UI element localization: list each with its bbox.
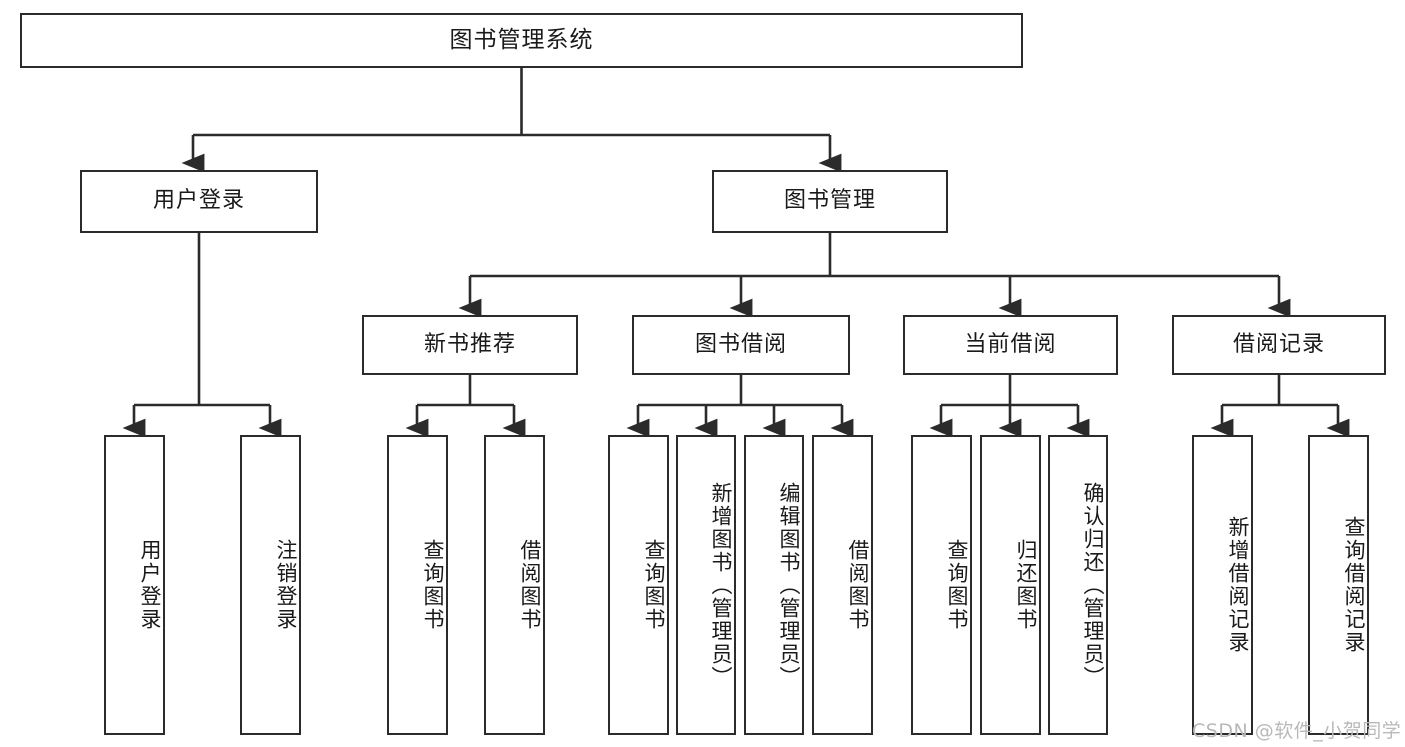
csdn-watermark: CSDN @软件_小贺同学: [1192, 720, 1402, 742]
node-root-book-management-system[interactable]: 图书管理系统: [20, 13, 1023, 68]
leaf-book-borrow-add-book-admin[interactable]: 新增图书（管理员）: [676, 435, 736, 735]
node-book-management[interactable]: 图书管理: [712, 170, 948, 233]
leaf-label: 确认归还（管理员）: [1081, 481, 1105, 689]
leaf-label: 用户登录: [138, 539, 162, 631]
leaf-label: 借阅图书: [518, 539, 542, 631]
leaf-label: 查询图书: [642, 539, 666, 631]
leaf-label: 编辑图书（管理员）: [777, 481, 801, 689]
leaf-current-borrow-return-book[interactable]: 归还图书: [980, 435, 1041, 735]
leaf-label: 归还图书: [1014, 539, 1038, 631]
leaf-current-borrow-confirm-return-admin[interactable]: 确认归还（管理员）: [1048, 435, 1108, 735]
leaf-label: 查询借阅记录: [1342, 516, 1366, 654]
leaf-label: 借阅图书: [846, 539, 870, 631]
leaf-label: 新增图书（管理员）: [709, 481, 733, 689]
leaf-new-book-query-book[interactable]: 查询图书: [387, 435, 448, 735]
leaf-book-borrow-edit-book-admin[interactable]: 编辑图书（管理员）: [744, 435, 804, 735]
leaf-label: 注销登录: [274, 539, 298, 631]
leaf-book-borrow-query-book[interactable]: 查询图书: [608, 435, 669, 735]
leaf-new-book-borrow-book[interactable]: 借阅图书: [484, 435, 545, 735]
leaf-borrow-record-add-record[interactable]: 新增借阅记录: [1192, 435, 1253, 735]
node-book-borrow[interactable]: 图书借阅: [632, 315, 850, 375]
node-current-borrow[interactable]: 当前借阅: [903, 315, 1118, 375]
leaf-user-login-login[interactable]: 用户登录: [104, 435, 165, 735]
leaf-borrow-record-query-record[interactable]: 查询借阅记录: [1308, 435, 1369, 735]
node-borrow-record[interactable]: 借阅记录: [1172, 315, 1386, 375]
leaf-label: 查询图书: [421, 539, 445, 631]
leaf-label: 查询图书: [945, 539, 969, 631]
leaf-current-borrow-query-book[interactable]: 查询图书: [911, 435, 972, 735]
leaf-label: 新增借阅记录: [1226, 516, 1250, 654]
leaf-book-borrow-borrow-book[interactable]: 借阅图书: [812, 435, 873, 735]
node-user-login[interactable]: 用户登录: [80, 170, 318, 233]
leaf-user-login-logout[interactable]: 注销登录: [240, 435, 301, 735]
node-new-book-recommend[interactable]: 新书推荐: [362, 315, 578, 375]
